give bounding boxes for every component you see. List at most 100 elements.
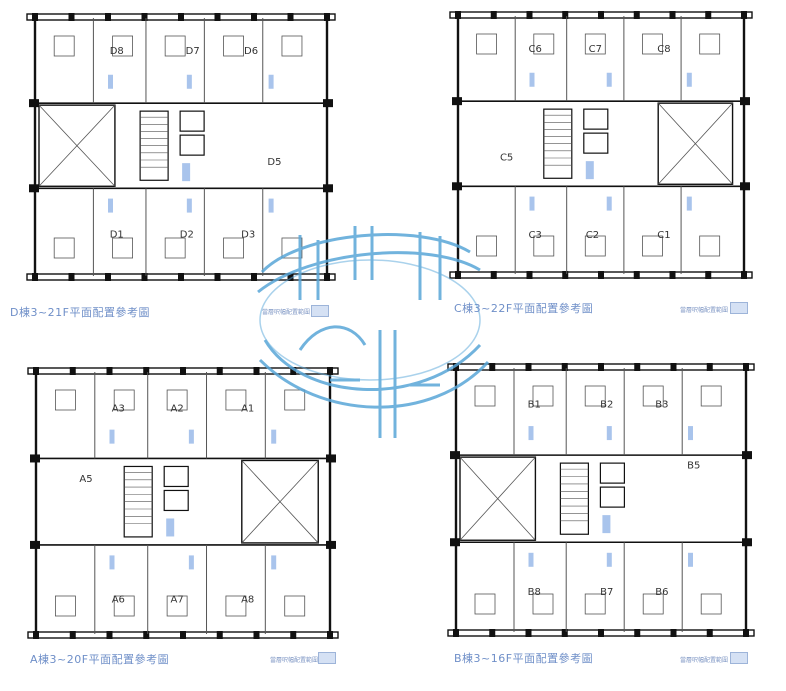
- column: [742, 451, 752, 460]
- shaft-highlight: [602, 515, 611, 534]
- legend-note-d: 當層呎幅配置範圍: [262, 309, 311, 316]
- shaft-highlight: [585, 161, 594, 180]
- duct-mark: [188, 555, 194, 570]
- unit-label: B2: [600, 400, 613, 411]
- column: [326, 454, 336, 463]
- bathroom: [225, 389, 247, 411]
- bathroom: [281, 35, 303, 57]
- column: [30, 454, 40, 463]
- duct-mark: [186, 198, 192, 213]
- column: [69, 631, 76, 639]
- bathroom: [699, 33, 721, 55]
- duct-mark: [268, 198, 274, 213]
- elevator: [583, 132, 609, 154]
- column: [741, 271, 747, 279]
- unit-label: B1: [528, 400, 541, 411]
- column: [68, 13, 75, 21]
- legend-swatch-d: [311, 305, 329, 317]
- column: [178, 13, 184, 21]
- column: [742, 538, 752, 547]
- column: [633, 11, 640, 19]
- column: [561, 363, 568, 371]
- duct-mark: [529, 72, 535, 87]
- elevator: [599, 462, 626, 484]
- column: [32, 13, 38, 21]
- unit-label: B5: [687, 460, 700, 471]
- column: [489, 629, 496, 637]
- column: [216, 631, 223, 639]
- column: [740, 182, 750, 191]
- bathroom: [474, 385, 496, 407]
- duct-mark: [606, 552, 612, 567]
- duct-mark: [528, 552, 534, 567]
- duct-mark: [528, 426, 534, 441]
- column: [290, 631, 297, 639]
- atrium-void: [657, 102, 734, 185]
- unit-label: C1: [657, 230, 670, 241]
- unit-label: C5: [500, 152, 513, 163]
- caption-building-c: C棟3~22F平面配置參考圖: [454, 302, 594, 315]
- shaft-highlight: [166, 518, 175, 537]
- unit-label: D8: [110, 46, 124, 57]
- column: [455, 11, 461, 19]
- unit-label: A6: [112, 595, 125, 606]
- column: [490, 271, 497, 279]
- column: [29, 99, 39, 108]
- elevator: [163, 489, 189, 512]
- column: [290, 367, 297, 375]
- caption-building-a: A棟3~20F平面配置參考圖: [30, 653, 170, 666]
- unit-label: D3: [241, 229, 255, 240]
- bathroom: [223, 35, 244, 57]
- bathroom: [699, 235, 721, 257]
- unit-label: D5: [267, 157, 281, 168]
- duct-mark: [108, 74, 113, 89]
- shaft-highlight: [182, 163, 191, 182]
- column: [29, 184, 39, 193]
- column: [323, 99, 333, 108]
- column: [178, 273, 184, 281]
- unit-label: A3: [112, 403, 125, 414]
- column: [143, 367, 150, 375]
- column: [253, 367, 260, 375]
- bathroom: [53, 237, 75, 259]
- column: [669, 11, 676, 19]
- legend-note-b: 當層呎幅配置範圍: [680, 657, 729, 664]
- duct-mark: [606, 196, 612, 211]
- bathroom: [166, 389, 188, 411]
- atrium-cross: [38, 104, 116, 187]
- column: [634, 629, 641, 637]
- column: [489, 363, 496, 371]
- column: [324, 273, 330, 281]
- column: [670, 629, 677, 637]
- bathroom: [113, 595, 135, 617]
- unit-label: A7: [171, 595, 184, 606]
- unit-label: B7: [600, 587, 613, 598]
- column: [180, 631, 186, 639]
- bathroom: [642, 385, 664, 407]
- column: [251, 13, 257, 21]
- column: [214, 273, 221, 281]
- unit-label: A1: [241, 403, 254, 414]
- column: [30, 540, 40, 549]
- column: [562, 271, 569, 279]
- column: [598, 363, 604, 371]
- atrium-cross: [241, 460, 319, 544]
- bathroom: [532, 593, 554, 615]
- column: [106, 631, 113, 639]
- column: [105, 273, 111, 281]
- atrium-cross: [459, 456, 536, 541]
- duct-mark: [606, 426, 612, 441]
- column: [740, 97, 750, 106]
- column: [33, 367, 39, 375]
- bathroom: [533, 235, 555, 257]
- bathroom: [533, 33, 555, 55]
- bathroom: [476, 33, 498, 55]
- unit-label: C3: [529, 230, 542, 241]
- unit-label: A5: [79, 474, 92, 485]
- column: [705, 11, 712, 19]
- column: [743, 629, 749, 637]
- duct-mark: [271, 555, 277, 570]
- bathroom: [223, 237, 244, 259]
- bathroom: [642, 235, 663, 257]
